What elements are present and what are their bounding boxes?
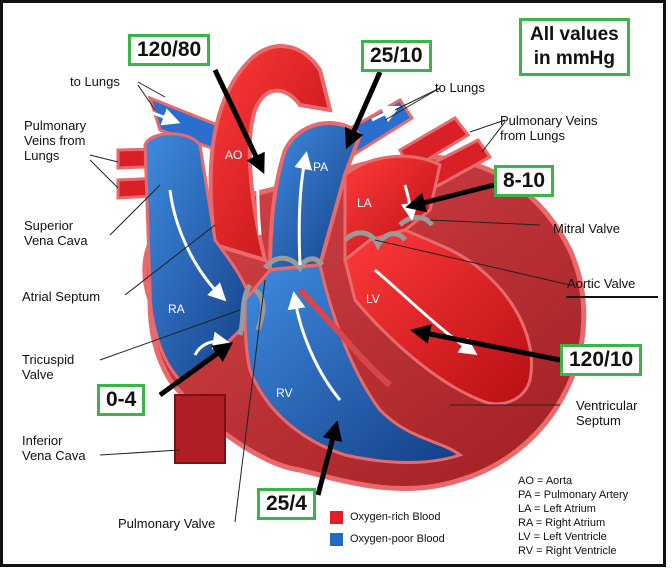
aortic-valve-label: Aortic Valve	[567, 276, 635, 291]
atrial-septum-label: Atrial Septum	[22, 289, 100, 304]
to-lungs-left-label: to Lungs	[70, 74, 120, 89]
chamber-ao-label: AO	[225, 148, 242, 162]
legend-oxygen-rich-label: Oxygen-rich Blood	[350, 511, 441, 523]
chamber-rv-label: RV	[276, 386, 292, 400]
right-ventricle-pressure-box: 25/4	[257, 488, 316, 520]
aorta-pressure-box: 120/80	[128, 34, 210, 66]
units-note: All values in mmHg	[519, 18, 630, 76]
chamber-lv-label: LV	[366, 292, 380, 306]
abbrev-la: LA = Left Atrium	[518, 502, 628, 516]
abbrev-ra: RA = Right Atrium	[518, 516, 628, 530]
legend-oxygen-poor-swatch	[330, 533, 343, 546]
inferior-vena-cava-label: Inferior Vena Cava	[22, 433, 86, 463]
ventricular-septum-label: Ventricular Septum	[576, 398, 637, 428]
abbreviation-key: AO = Aorta PA = Pulmonary Artery LA = Le…	[518, 474, 628, 558]
legend-oxygen-poor-label: Oxygen-poor Blood	[350, 533, 445, 545]
units-note-line2: in mmHg	[530, 47, 619, 71]
legend-oxygen-rich-swatch	[330, 511, 343, 524]
pulmonary-artery-pressure-box: 25/10	[361, 40, 432, 72]
chamber-la-label: LA	[357, 196, 372, 210]
abbrev-lv: LV = Left Ventricle	[518, 530, 628, 544]
left-atrium-pressure-box: 8-10	[494, 165, 554, 197]
right-atrium-pressure-box: 0-4	[97, 384, 145, 416]
chamber-pa-label: PA	[313, 160, 328, 174]
chamber-ra-label: RA	[168, 302, 185, 316]
pulmonary-valve-label: Pulmonary Valve	[118, 516, 215, 531]
abbrev-pa: PA = Pulmonary Artery	[518, 488, 628, 502]
mitral-valve-label: Mitral Valve	[553, 221, 620, 236]
tricuspid-valve-label: Tricuspid Valve	[22, 352, 74, 382]
abbrev-ao: AO = Aorta	[518, 474, 628, 488]
pulmonary-veins-left-label: Pulmonary Veins from Lungs	[24, 118, 86, 163]
units-note-line1: All values	[530, 23, 619, 47]
superior-vena-cava-label: Superior Vena Cava	[24, 218, 88, 248]
to-lungs-right-label: to Lungs	[435, 80, 485, 95]
left-ventricle-pressure-box: 120/10	[560, 344, 642, 376]
pulmonary-veins-right-label: Pulmonary Veins from Lungs	[500, 113, 598, 143]
inferior-vena-cava	[175, 395, 225, 463]
abbrev-rv: RV = Right Ventricle	[518, 544, 628, 558]
